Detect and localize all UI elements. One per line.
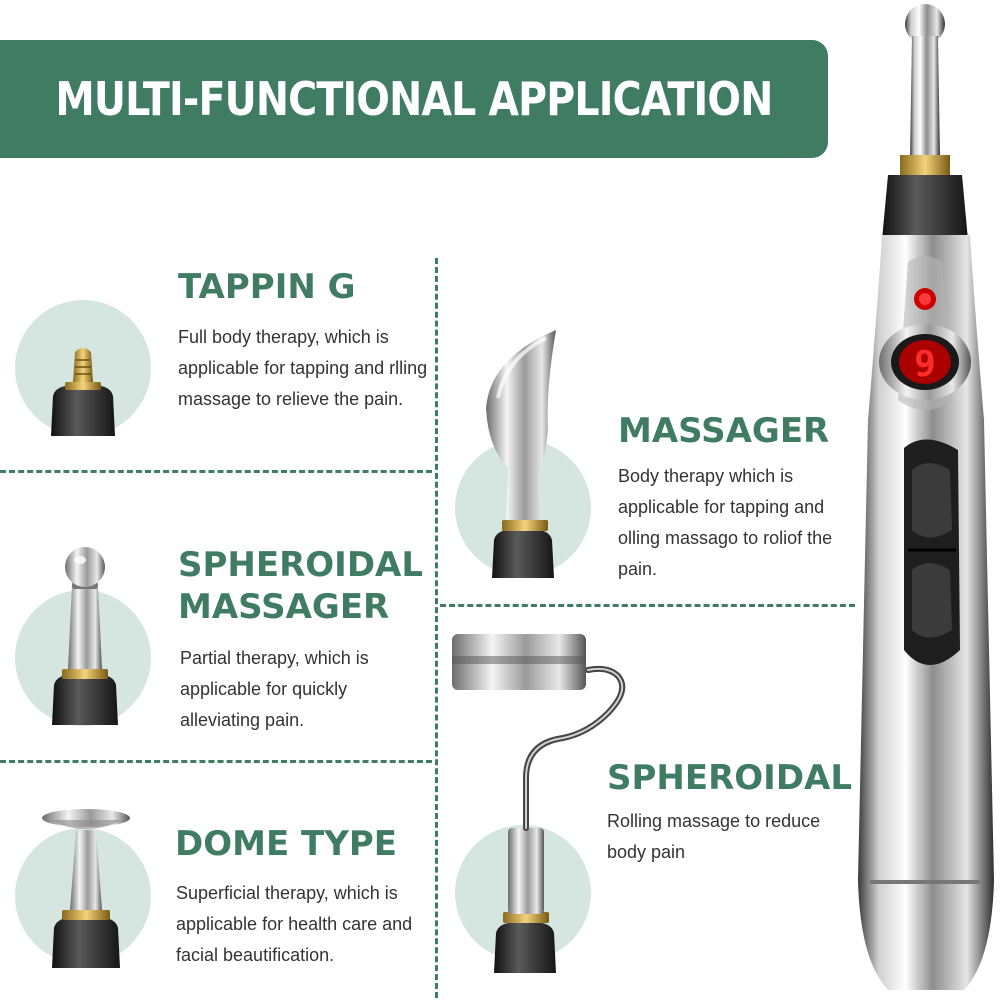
massager-description: Body therapy which is applicable for tap… bbox=[618, 466, 833, 579]
tapping-title: TAPPIN G bbox=[178, 267, 356, 307]
dome-head-tool bbox=[40, 808, 132, 968]
page-title: MULTI-FUNCTIONAL APPLICATION bbox=[55, 72, 773, 126]
divider-right-1 bbox=[440, 604, 855, 607]
massager-title: MASSAGER bbox=[618, 411, 830, 451]
spheroidal-description: Rolling massage to reduce body pain bbox=[607, 811, 821, 862]
roller-head-tool bbox=[448, 628, 648, 973]
massage-pen-icon: 9 bbox=[848, 0, 1000, 1000]
spheroidal-title: SPHEROIDAL bbox=[607, 758, 853, 798]
dome-description: Superficial therapy, which is applicable… bbox=[176, 883, 413, 965]
divider-left-2 bbox=[0, 760, 432, 763]
divider-left-1 bbox=[0, 470, 432, 473]
dome-title: DOME TYPE bbox=[175, 824, 397, 864]
vertical-divider bbox=[435, 258, 438, 998]
tapping-description: Full body therapy, which is applicable f… bbox=[178, 327, 428, 409]
ball-head-tool bbox=[40, 545, 130, 725]
led-display: 9 bbox=[914, 344, 936, 385]
header-banner: MULTI-FUNCTIONAL APPLICATION bbox=[0, 40, 828, 158]
spheroidal-massager-description: Partial therapy, which is applicable for… bbox=[180, 648, 369, 730]
spheroidal-massager-title-line1: SPHEROIDAL bbox=[178, 545, 424, 585]
scoop-head-tool bbox=[476, 328, 568, 578]
spheroidal-massager-title-line2: MASSAGER bbox=[178, 587, 390, 627]
tapping-head-icon bbox=[15, 300, 151, 436]
